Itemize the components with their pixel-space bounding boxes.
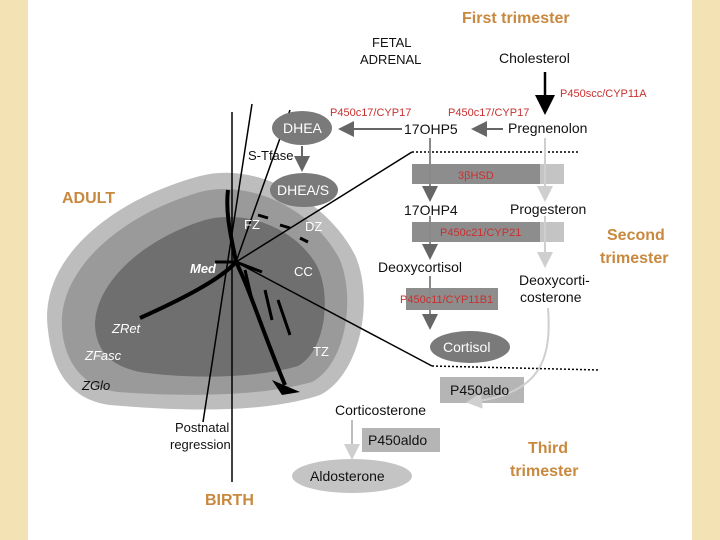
- enzyme-p450aldo-2: P450aldo: [368, 432, 427, 448]
- metabolite-cholesterol: Cholesterol: [499, 50, 570, 66]
- zone-fz: FZ: [244, 217, 260, 232]
- hsd3b-bar: [412, 164, 564, 184]
- metabolite-corticosterone: Corticosterone: [335, 402, 426, 418]
- cortisol-ellipse: [430, 331, 510, 363]
- zone-zret: ZRet: [111, 321, 142, 336]
- metabolite-aldosterone: Aldosterone: [310, 468, 385, 484]
- enzyme-p450c17-right: P450c17/CYP17: [448, 107, 529, 119]
- metabolite-dhea: DHEA: [283, 120, 323, 136]
- medullary-branch: [215, 260, 292, 336]
- aldosterone-ellipse: [292, 459, 412, 493]
- enzyme-3bhsd: 3βHSD: [458, 170, 494, 182]
- heading-birth: BIRTH: [205, 492, 254, 509]
- label-adrenal: ADRENAL: [360, 52, 421, 67]
- label-postnatal: Postnatal: [175, 420, 229, 435]
- enzyme-p450c17-left: P450c17/CYP17: [330, 107, 411, 119]
- heading-adult: ADULT: [62, 190, 115, 207]
- heading-third-trimester: Third: [528, 440, 568, 457]
- dz-vessel-marks: [257, 213, 309, 244]
- label-s-tfase: S-Tfase: [248, 148, 294, 163]
- metabolite-deoxycorticosterone: Deoxycorti-: [519, 272, 590, 288]
- metabolite-pregnenolon: Pregnenolon: [508, 120, 587, 136]
- p450c21-bar: [412, 222, 564, 242]
- zone-zglo: ZGlo: [81, 378, 110, 393]
- p450c21-bar-light: [540, 222, 564, 242]
- zone-cc: CC: [294, 264, 313, 279]
- heading-third-trimester-2: trimester: [510, 463, 578, 480]
- label-regression: regression: [170, 437, 231, 452]
- divider-lower: [235, 261, 433, 367]
- metabolite-deoxycorticosterone-2: costerone: [520, 289, 582, 305]
- enzyme-p450c11: P450c11/CYP11B1: [400, 294, 493, 306]
- enzyme-p450aldo-1: P450aldo: [450, 382, 509, 398]
- metabolite-cortisol: Cortisol: [443, 339, 490, 355]
- p450aldo-bar-2: [362, 428, 440, 452]
- divider-slant: [202, 103, 253, 423]
- heading-second-trimester: Second: [607, 227, 665, 244]
- enzyme-p450c21: P450c21/CYP21: [440, 227, 521, 239]
- dhea-ellipse: [272, 111, 332, 145]
- zone-med: Med: [190, 261, 217, 276]
- hsd3b-bar-light: [540, 164, 564, 184]
- metabolite-17ohp4: 17OHP4: [404, 202, 458, 218]
- label-fetal: FETAL: [372, 35, 412, 50]
- divider-upper: [235, 151, 413, 263]
- enzyme-p450scc: P450scc/CYP11A: [560, 88, 647, 100]
- metabolite-dheas: DHEA/S: [277, 182, 329, 198]
- metabolite-deoxycortisol: Deoxycortisol: [378, 259, 462, 275]
- metabolite-progesteron: Progesteron: [510, 201, 586, 217]
- zone-dz: DZ: [305, 219, 322, 234]
- arrow-deoxycorticosterone-corticosterone: [466, 307, 550, 409]
- second-third-separator: [431, 365, 601, 371]
- metabolite-17ohp5: 17OHP5: [404, 121, 458, 137]
- zone-zfasc: ZFasc: [84, 348, 122, 363]
- zone-tz: TZ: [313, 344, 329, 359]
- dheas-ellipse: [270, 173, 338, 207]
- heading-first-trimester: First trimester: [462, 10, 570, 27]
- heading-second-trimester-2: trimester: [600, 250, 668, 267]
- vessel-outlet: [272, 380, 300, 395]
